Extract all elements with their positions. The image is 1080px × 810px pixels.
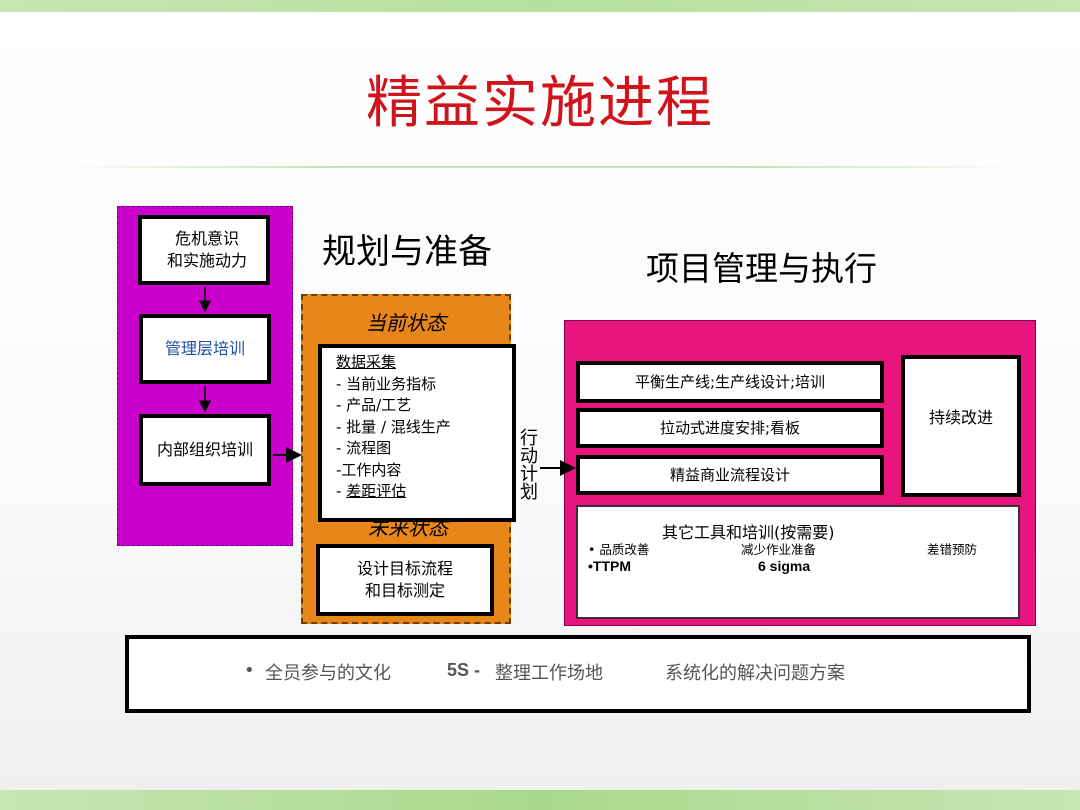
- tool-error-proofing: 差错预防: [927, 542, 978, 557]
- list-item: - 差距评估: [336, 481, 512, 503]
- tool-six-sigma: 6 sigma: [758, 558, 811, 574]
- lean-process-label: 精益商业流程设计: [669, 466, 790, 484]
- future-state-box: 设计目标流程 和目标测定: [316, 544, 494, 616]
- tool-ttpm: •TTPM: [588, 558, 632, 574]
- line-balance-box: 平衡生产线;生产线设计;培训: [576, 361, 884, 403]
- execution-heading: 项目管理与执行: [646, 249, 877, 288]
- lean-process-box: 精益商业流程设计: [576, 455, 884, 495]
- foundation-5s-prefix: 5S -: [447, 660, 481, 680]
- title-divider: [60, 166, 1020, 168]
- future-line-1: 设计目标流程: [356, 559, 453, 578]
- gap-assessment: 差距评估: [346, 482, 407, 500]
- pull-schedule-box: 拉动式进度安排;看板: [576, 408, 884, 448]
- foundation-box: • 全员参与的文化 5S - 整理工作场地 系统化的解决问题方案: [125, 635, 1031, 713]
- continuous-improvement-box: 持续改进: [901, 355, 1021, 497]
- crisis-line-1: 危机意识: [174, 229, 239, 248]
- current-state-list: 数据采集 - 当前业务指标 - 产品/工艺 - 批量 / 混线生产 - 流程图 …: [318, 344, 516, 522]
- management-training-box: 管理层培训: [139, 314, 271, 384]
- tool-setup-reduction: 减少作业准备: [741, 542, 817, 557]
- future-state-label: 未来状态: [368, 516, 448, 540]
- continuous-improvement-label: 持续改进: [928, 408, 993, 427]
- gap-dash: -: [336, 482, 342, 500]
- list-item: - 流程图: [336, 439, 392, 457]
- action-plan-label: 行动计划: [517, 428, 538, 500]
- planning-heading: 规划与准备: [322, 232, 492, 272]
- other-tools-box: 其它工具和培训(按需要) • 品质改善 减少作业准备 差错预防 •TTPM 6 …: [576, 505, 1020, 619]
- future-line-2: 和目标测定: [364, 581, 445, 600]
- tool-quality: • 品质改善: [588, 542, 650, 557]
- management-training-label: 管理层培训: [164, 339, 245, 358]
- list-item: 数据采集: [336, 353, 397, 371]
- top-band: [0, 0, 1080, 12]
- foundation-5s-text: 整理工作场地: [495, 663, 603, 684]
- pull-schedule-label: 拉动式进度安排;看板: [659, 419, 801, 437]
- list-item: - 当前业务指标: [336, 374, 437, 393]
- crisis-awareness-box: 危机意识 和实施动力: [138, 215, 270, 285]
- bottom-band: [0, 790, 1080, 810]
- list-item: - 批量 / 混线生产: [336, 417, 451, 436]
- internal-training-label: 内部组织培训: [156, 440, 253, 459]
- internal-training-box: 内部组织培训: [139, 414, 271, 486]
- list-item: -工作内容: [336, 460, 402, 479]
- foundation-problem-solving: 系统化的解决问题方案: [665, 663, 845, 684]
- other-tools-title: 其它工具和培训(按需要): [662, 523, 835, 542]
- foundation-culture: 全员参与的文化: [265, 663, 391, 684]
- list-item: - 产品/工艺: [336, 396, 412, 414]
- line-balance-label: 平衡生产线;生产线设计;培训: [634, 373, 826, 391]
- current-state-label: 当前状态: [366, 311, 446, 335]
- foundation-bullet: •: [244, 660, 255, 681]
- slide-title: 精益实施进程: [366, 71, 714, 136]
- crisis-line-2: 和实施动力: [166, 251, 247, 270]
